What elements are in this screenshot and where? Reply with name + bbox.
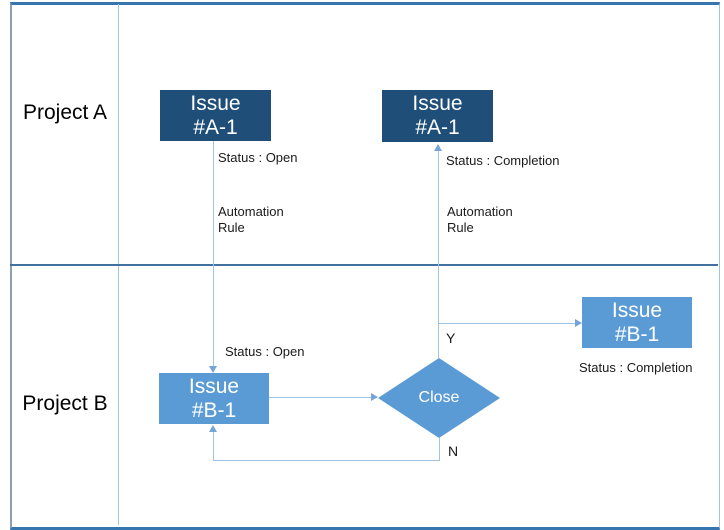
label-branch-yes: Y — [446, 330, 456, 346]
arrowhead-into-b1-bottom — [209, 425, 217, 432]
label-automation-rule-right: Automation Rule — [447, 204, 513, 235]
node-issue-b1-completion: Issue #B-1 — [582, 297, 692, 348]
node-title: Issue — [412, 92, 463, 115]
connector-no-branch-horizontal — [213, 460, 440, 461]
connector-a1-to-b1 — [213, 140, 214, 366]
arrowhead-into-decision-left — [371, 393, 378, 401]
connector-yes-branch — [439, 323, 575, 324]
arrowhead-into-b1-top — [209, 366, 217, 373]
row-divider-line — [10, 264, 718, 266]
label-automation-rule-left: Automation Rule — [218, 204, 284, 235]
label-b1-status-completion: Status : Completion — [579, 360, 693, 375]
decision-label: Close — [418, 389, 460, 406]
node-title: Issue — [611, 298, 663, 322]
node-title: Issue — [188, 374, 240, 398]
node-issue-b1-open: Issue #B-1 — [159, 373, 269, 424]
connector-no-branch-up — [213, 432, 214, 460]
row-label-project-a: Project A — [22, 101, 108, 124]
table-frame — [10, 2, 720, 530]
node-issue-a1-open: Issue #A-1 — [160, 90, 271, 141]
node-id: #A-1 — [415, 116, 460, 139]
label-branch-no: N — [448, 443, 459, 459]
arrowhead-into-b2-left — [575, 319, 582, 327]
arrowhead-into-a2-bottom — [434, 144, 442, 151]
node-issue-a1-completion: Issue #A-1 — [382, 90, 493, 142]
node-id: #A-1 — [193, 115, 238, 139]
label-a1-status-open: Status : Open — [218, 150, 298, 165]
node-id: #B-1 — [191, 398, 237, 422]
label-b1-status-open: Status : Open — [225, 344, 305, 359]
row-label-project-b: Project B — [22, 392, 108, 415]
node-id: #B-1 — [614, 322, 660, 346]
label-a1-status-completion: Status : Completion — [446, 153, 560, 168]
node-title: Issue — [190, 91, 241, 115]
connector-b1-to-decision — [269, 397, 372, 398]
connector-no-branch-down — [439, 438, 440, 460]
connector-decision-to-a2 — [438, 151, 439, 358]
